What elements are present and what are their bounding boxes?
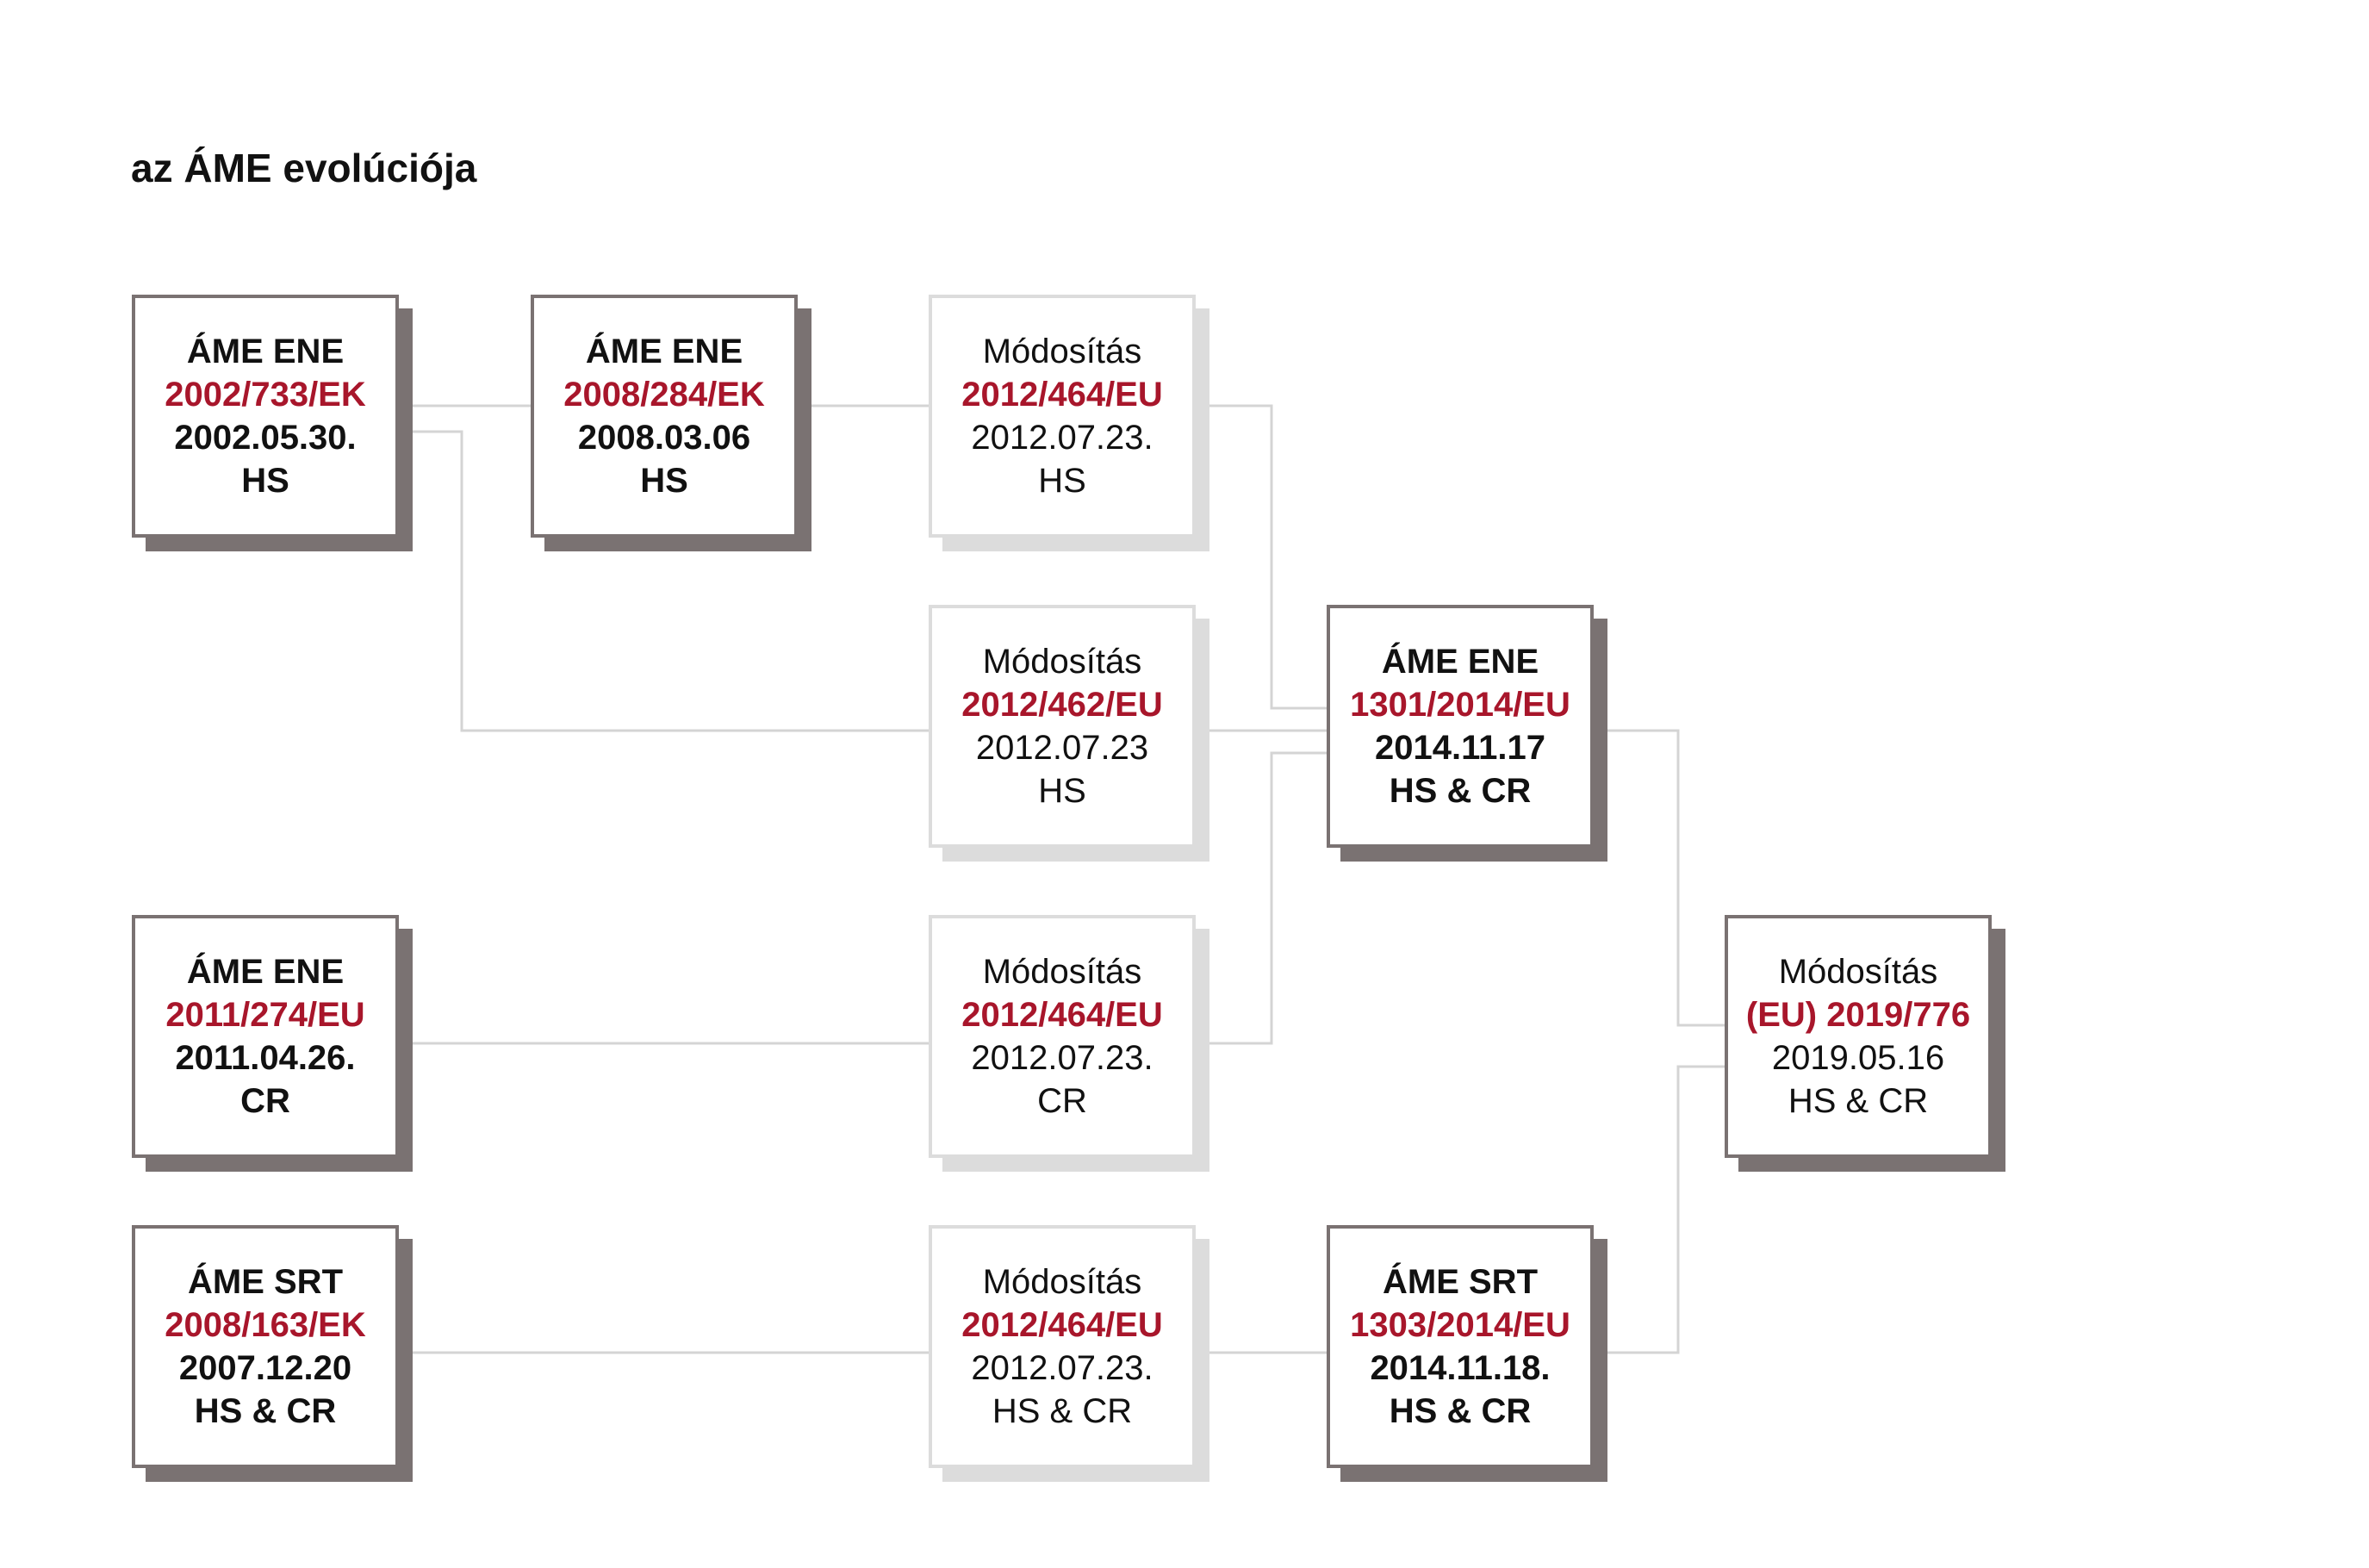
node-scope: HS & CR bbox=[1788, 1082, 1929, 1120]
node-date: 2014.11.18. bbox=[1370, 1349, 1551, 1387]
connector-srt2014-mod2019 bbox=[1596, 1065, 1725, 1354]
node-date: 2012.07.23. bbox=[971, 1039, 1153, 1077]
node-kind: ÁME ENE bbox=[585, 333, 743, 370]
node-date: 2002.05.30. bbox=[174, 419, 357, 457]
node-date: 2007.12.20 bbox=[178, 1349, 352, 1387]
connector-ene2002-mod-b bbox=[399, 430, 929, 732]
node-scope: HS bbox=[640, 462, 688, 500]
node-scope: HS bbox=[241, 462, 289, 500]
node-ame-ene-2002: ÁME ENE 2002/733/EK 2002.05.30. HS bbox=[132, 295, 399, 538]
node-date: 2011.04.26. bbox=[175, 1039, 356, 1077]
node-code: 2012/464/EU bbox=[961, 376, 1163, 414]
node-kind: ÁME ENE bbox=[1381, 643, 1539, 681]
node-ame-ene-2014: ÁME ENE 1301/2014/EU 2014.11.17 HS & CR bbox=[1327, 605, 1594, 848]
node-modositas-2012-462: Módosítás 2012/462/EU 2012.07.23 HS bbox=[929, 605, 1196, 848]
node-modositas-2012-464-hs-cr: Módosítás 2012/464/EU 2012.07.23. HS & C… bbox=[929, 1225, 1196, 1468]
node-code: 2012/462/EU bbox=[961, 686, 1163, 724]
node-date: 2008.03.06 bbox=[577, 419, 751, 457]
node-modositas-2019-776: Módosítás (EU) 2019/776 2019.05.16 HS & … bbox=[1725, 915, 1992, 1158]
node-scope: HS bbox=[1038, 772, 1086, 810]
node-scope: HS & CR bbox=[1389, 1392, 1532, 1430]
node-code: 2008/163/EK bbox=[165, 1306, 366, 1344]
node-code: 2012/464/EU bbox=[961, 1306, 1163, 1344]
node-kind: Módosítás bbox=[982, 333, 1142, 370]
connector-mod-a-ene2014 bbox=[1197, 404, 1327, 710]
node-kind: ÁME ENE bbox=[186, 333, 345, 370]
node-date: 2019.05.16 bbox=[1771, 1039, 1945, 1077]
node-kind: Módosítás bbox=[982, 953, 1142, 991]
node-scope: HS & CR bbox=[1389, 772, 1532, 810]
node-kind: Módosítás bbox=[982, 1263, 1142, 1301]
node-code: 1303/2014/EU bbox=[1350, 1306, 1570, 1344]
node-scope: HS & CR bbox=[194, 1392, 337, 1430]
node-date: 2012.07.23. bbox=[971, 419, 1153, 457]
node-code: 2008/284/EK bbox=[563, 376, 765, 414]
node-date: 2014.11.17 bbox=[1375, 729, 1545, 767]
connector-mod-c-ene2014 bbox=[1197, 751, 1327, 1045]
node-ame-srt-2008: ÁME SRT 2008/163/EK 2007.12.20 HS & CR bbox=[132, 1225, 399, 1468]
node-kind: ÁME ENE bbox=[186, 953, 345, 991]
node-ame-ene-2011: ÁME ENE 2011/274/EU 2011.04.26. CR bbox=[132, 915, 399, 1158]
node-date: 2012.07.23 bbox=[975, 729, 1149, 767]
node-modositas-2012-464-cr: Módosítás 2012/464/EU 2012.07.23. CR bbox=[929, 915, 1196, 1158]
node-scope: CR bbox=[240, 1082, 290, 1120]
node-kind: ÁME SRT bbox=[188, 1263, 343, 1301]
node-modositas-2012-464-hs: Módosítás 2012/464/EU 2012.07.23. HS bbox=[929, 295, 1196, 538]
node-ame-srt-2014: ÁME SRT 1303/2014/EU 2014.11.18. HS & CR bbox=[1327, 1225, 1594, 1468]
node-code: 2012/464/EU bbox=[961, 996, 1163, 1034]
connector-ene2014-mod2019 bbox=[1596, 729, 1725, 1027]
node-code: 1301/2014/EU bbox=[1350, 686, 1570, 724]
node-date: 2012.07.23. bbox=[971, 1349, 1153, 1387]
node-code: 2011/274/EU bbox=[165, 996, 365, 1034]
node-code: 2002/733/EK bbox=[165, 376, 366, 414]
node-kind: Módosítás bbox=[1778, 953, 1938, 991]
page-title: az ÁME evolúciója bbox=[131, 146, 477, 190]
node-kind: ÁME SRT bbox=[1383, 1263, 1538, 1301]
node-kind: Módosítás bbox=[982, 643, 1142, 681]
node-scope: CR bbox=[1037, 1082, 1087, 1120]
node-ame-ene-2008: ÁME ENE 2008/284/EK 2008.03.06 HS bbox=[531, 295, 798, 538]
node-scope: HS bbox=[1038, 462, 1086, 500]
node-code: (EU) 2019/776 bbox=[1745, 996, 1971, 1034]
node-scope: HS & CR bbox=[992, 1392, 1133, 1430]
